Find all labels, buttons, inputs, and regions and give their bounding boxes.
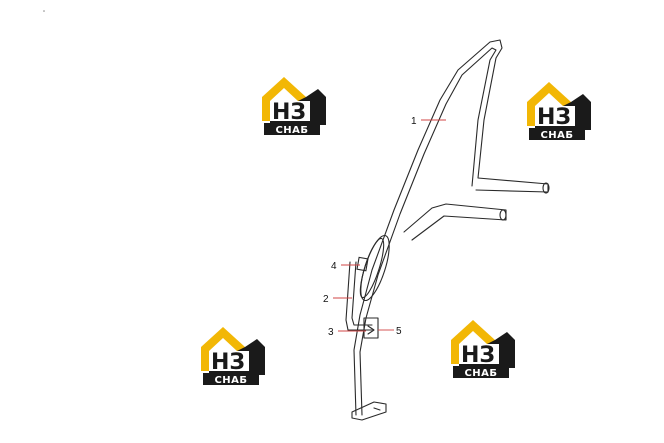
callout-1: 1 (411, 116, 417, 127)
mirror-stem-inner (351, 261, 373, 326)
lower-arm (403, 203, 507, 241)
logo-mark: НЗ (461, 343, 495, 368)
leader-lines (333, 119, 446, 332)
mirror-mount (356, 256, 369, 272)
callout-2: 2 (323, 294, 329, 305)
watermark-logo: НЗ СНАБ (262, 75, 326, 137)
foot-plate (351, 401, 387, 421)
logo-caption: СНАБ (214, 375, 247, 386)
watermark-logo: НЗ СНАБ (451, 318, 515, 380)
foot-bolt (373, 407, 381, 411)
main-tube-outer (353, 39, 549, 416)
logo-mark: НЗ (211, 350, 245, 375)
watermark-logo: НЗ СНАБ (527, 80, 591, 142)
logo-mark: НЗ (272, 100, 306, 125)
mirror-stem (345, 261, 373, 331)
callout-4: 4 (331, 261, 337, 272)
mirror-glass (359, 237, 385, 299)
mirror-head (356, 234, 390, 302)
clamp-detail (367, 325, 375, 335)
logo-mark: НЗ (537, 105, 571, 130)
stray-dot (43, 10, 45, 12)
watermark-logo: НЗ СНАБ (201, 325, 265, 387)
logo-caption: СНАБ (275, 125, 308, 136)
bracket-frame (345, 39, 550, 421)
callout-5: 5 (396, 326, 402, 337)
callout-3: 3 (328, 327, 334, 338)
logo-caption: СНАБ (464, 368, 497, 379)
logo-caption: СНАБ (540, 130, 573, 141)
upper-tube-end (542, 182, 550, 194)
clamp-block (363, 317, 379, 339)
lower-arm-end (499, 209, 507, 221)
